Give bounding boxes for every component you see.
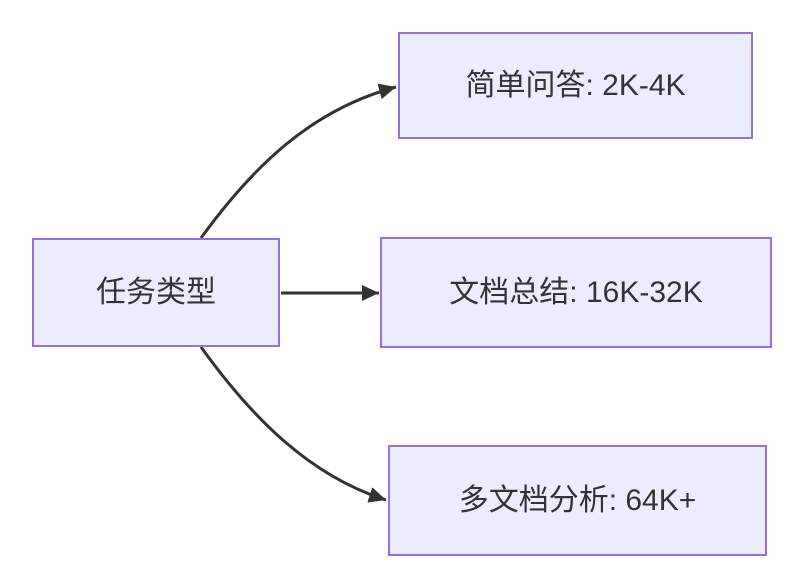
node-multi-doc-analysis: 多文档分析: 64K+ (388, 445, 767, 556)
node-simple-qa: 简单问答: 2K-4K (398, 32, 753, 139)
edge-root-to-branch-0 (199, 83, 397, 239)
node-doc-summary: 文档总结: 16K-32K (380, 237, 772, 348)
node-task-type: 任务类型 (32, 238, 280, 347)
node-simple-qa-label: 简单问答: 2K-4K (465, 68, 686, 102)
node-multi-doc-analysis-label: 多文档分析: 64K+ (458, 483, 697, 517)
edge-root-to-branch-2 (199, 346, 387, 503)
node-task-type-label: 任务类型 (96, 275, 216, 309)
node-doc-summary-label: 文档总结: 16K-32K (449, 275, 703, 309)
